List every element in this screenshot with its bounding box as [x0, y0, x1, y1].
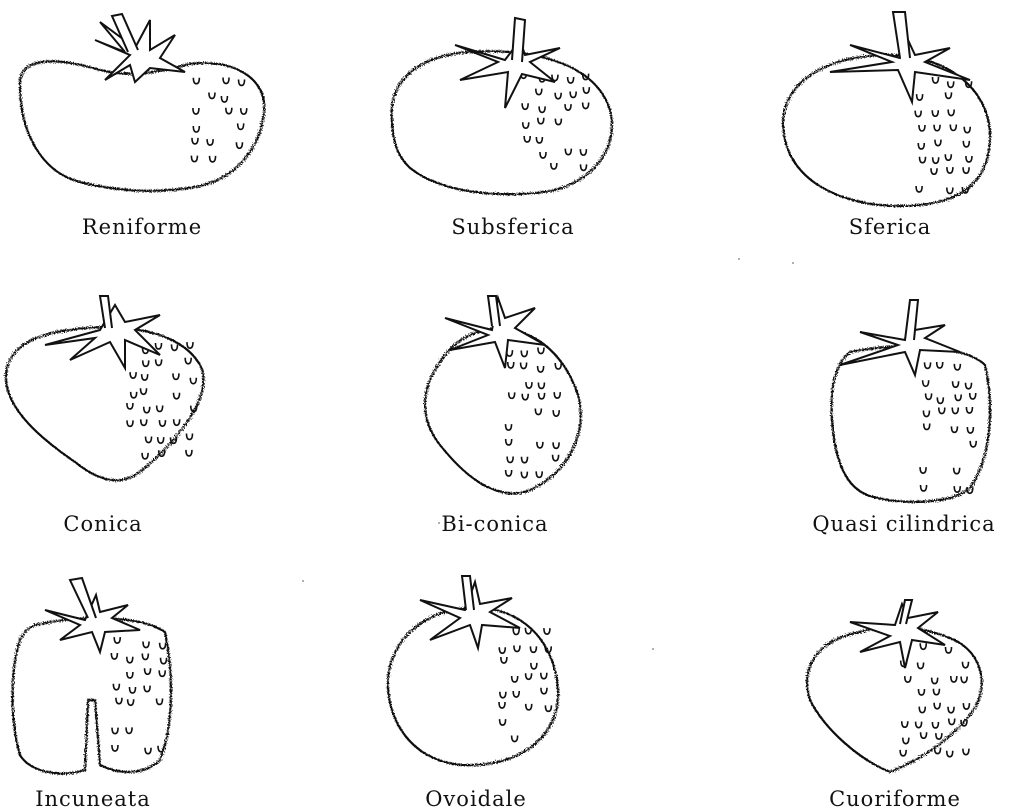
sferica-drawing: [783, 12, 990, 206]
label-quasi-cilindrica: Quasi cilindrica: [774, 512, 1012, 536]
scan-speck: [738, 258, 740, 260]
incuneata-stem: [70, 578, 96, 618]
incuneata-body: [13, 618, 172, 773]
quasi-cilindrica-drawing: [832, 300, 990, 502]
label-conica: Conica: [0, 512, 233, 536]
label-subsferica: Subsferica: [383, 215, 643, 239]
scan-speck: [302, 580, 304, 582]
ovoidale-stem: [462, 576, 474, 610]
scan-speck: [792, 262, 794, 264]
cuoriforme-drawing: [807, 600, 982, 772]
subsferica-drawing: [392, 18, 612, 194]
biconica-drawing: [425, 296, 581, 493]
scan-speck: [652, 648, 654, 650]
quasi-cilindrica-body: [832, 346, 990, 502]
subsferica-stem: [512, 18, 525, 62]
label-incuneata: Incuneata: [0, 787, 223, 811]
label-cuoriforme: Cuoriforme: [765, 787, 1012, 811]
incuneata-drawing: [13, 578, 172, 774]
reniforme-drawing: [20, 14, 264, 191]
seed-mark: [186, 450, 192, 456]
seed-mark: [963, 749, 969, 755]
conica-stem: [100, 296, 112, 328]
cuoriforme-body: [807, 627, 982, 772]
seed-mark: [187, 342, 193, 348]
seed-mark: [186, 433, 192, 439]
reniforme-body: [20, 61, 264, 191]
scan-speck: [438, 522, 440, 524]
sferica-stem: [893, 12, 910, 58]
ovoidale-drawing: [388, 576, 558, 765]
conica-drawing: [6, 296, 204, 480]
label-biconica: Bi-conica: [365, 512, 625, 536]
label-ovoidale: Ovoidale: [346, 787, 606, 811]
label-sferica: Sferica: [760, 215, 1012, 239]
seed-mark: [544, 628, 550, 634]
label-reniforme: Reniforme: [12, 215, 272, 239]
seed-mark: [947, 751, 953, 757]
